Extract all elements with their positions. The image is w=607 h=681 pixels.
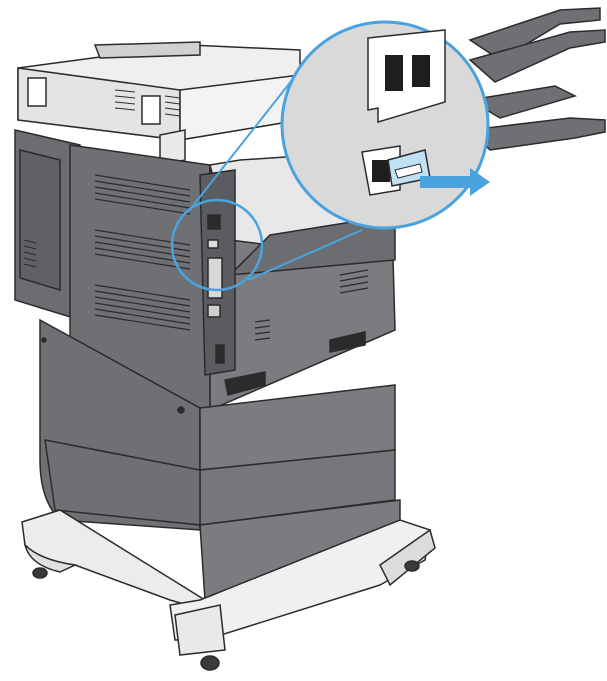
callout-connector-top — [187, 69, 301, 213]
magnifier-callout-icon — [280, 20, 490, 230]
printer-base-stand — [21, 509, 436, 671]
phone-cord-icon — [387, 149, 431, 187]
paper-drawers — [41, 337, 401, 601]
printer-left-body — [14, 129, 81, 322]
output-bin-trays — [467, 7, 606, 151]
arrow-icon — [420, 168, 490, 196]
callout-ring — [170, 198, 264, 292]
fax-port-icon — [361, 145, 401, 196]
callout-connector-bottom — [247, 229, 363, 281]
